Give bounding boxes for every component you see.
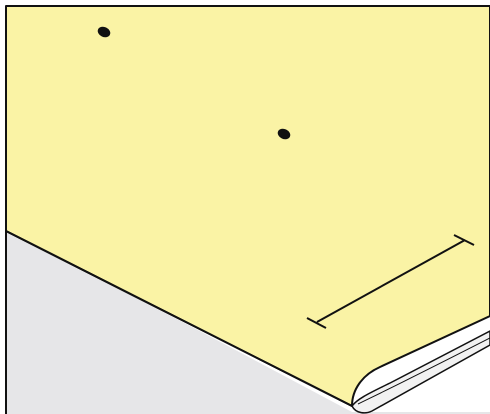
diagram-stage — [0, 0, 490, 414]
sewing-diagram — [0, 0, 490, 414]
